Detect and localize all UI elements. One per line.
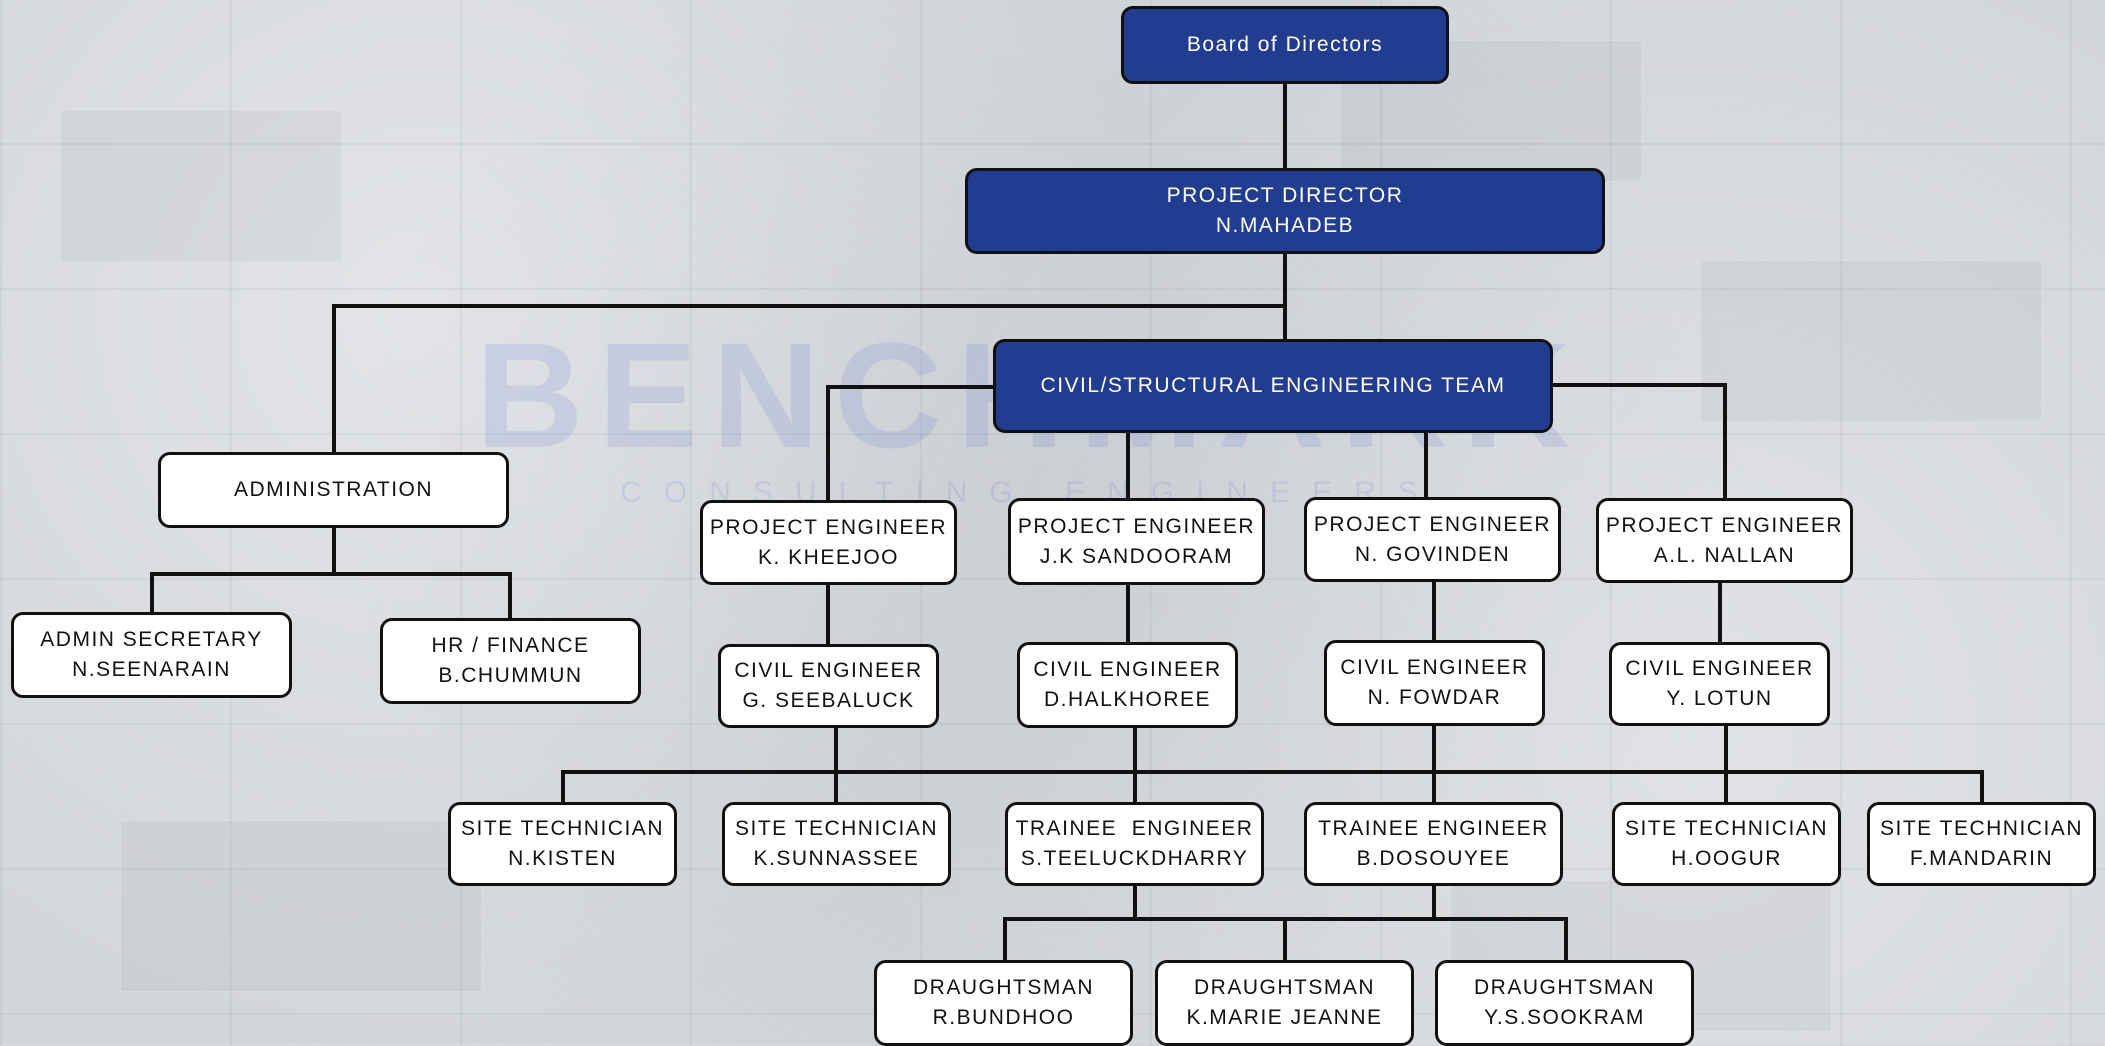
civil-engineer-halkhoree-box: CIVIL ENGINEER D.HALKHOREE	[1017, 642, 1238, 728]
node-person: G. SEEBALUCK	[742, 689, 915, 712]
draughtsman-bundhoo-box: DRAUGHTSMAN R.BUNDHOO	[874, 960, 1133, 1046]
node-title: PROJECT ENGINEER	[709, 515, 948, 539]
background-stone	[60, 110, 342, 262]
node-person: K.SUNNASSEE	[753, 847, 920, 870]
node-title: PROJECT ENGINEER	[1605, 513, 1844, 537]
node-title: DRAUGHTSMAN	[912, 976, 1094, 999]
trainee-engineer-teeluckdharry-box: TRAINEE ENGINEER S.TEELUCKDHARRY	[1005, 802, 1264, 886]
node-title: CIVIL ENGINEER	[1340, 656, 1529, 679]
node-person: H.OOGUR	[1671, 847, 1782, 870]
node-title: TRAINEE ENGINEER	[1318, 817, 1549, 840]
node-title: HR / FINANCE	[431, 634, 590, 657]
trainee-engineer-dosouyee-box: TRAINEE ENGINEER B.DOSOUYEE	[1304, 802, 1563, 886]
site-technician-oogur-box: SITE TECHNICIAN H.OOGUR	[1612, 802, 1841, 886]
node-person: B.DOSOUYEE	[1356, 847, 1511, 870]
project-engineer-govinden-box: PROJECT ENGINEER N. GOVINDEN	[1304, 497, 1561, 582]
site-technician-mandarin-box: SITE TECHNICIAN F.MANDARIN	[1867, 802, 2096, 886]
project-engineer-kheejoo-box: PROJECT ENGINEER K. KHEEJOO	[700, 500, 957, 585]
node-title: ADMINISTRATION	[233, 478, 434, 501]
connector-line	[826, 385, 996, 502]
node-person: N.SEENARAIN	[72, 658, 231, 681]
site-technician-sunnassee-box: SITE TECHNICIAN K.SUNNASSEE	[722, 802, 951, 886]
hr-finance-box: HR / FINANCE B.CHUMMUN	[380, 618, 641, 704]
node-person: Y.S.SOOKRAM	[1484, 1006, 1645, 1029]
node-title: SITE TECHNICIAN	[735, 817, 938, 840]
background-stone	[1700, 260, 2042, 422]
node-title: TRAINEE ENGINEER	[1015, 817, 1254, 840]
node-person: N. GOVINDEN	[1354, 542, 1511, 566]
node-title: DRAUGHTSMAN	[1193, 976, 1375, 999]
civil-engineer-seebaluck-box: CIVIL ENGINEER G. SEEBALUCK	[718, 644, 939, 728]
connector-line	[150, 572, 512, 620]
node-title: DRAUGHTSMAN	[1473, 976, 1655, 999]
project-engineer-nallan-box: PROJECT ENGINEER A.L. NALLAN	[1596, 498, 1853, 583]
connector-line	[1548, 383, 1727, 500]
node-title: SITE TECHNICIAN	[1625, 817, 1828, 840]
connector-line	[332, 304, 1287, 454]
node-person: D.HALKHOREE	[1043, 688, 1212, 711]
node-title: CIVIL/STRUCTURAL ENGINEERING TEAM	[1040, 374, 1506, 397]
node-person: N.KISTEN	[508, 847, 617, 870]
node-title: PROJECT DIRECTOR	[1166, 184, 1404, 207]
node-title: ADMIN SECRETARY	[40, 628, 263, 651]
node-title: PROJECT ENGINEER	[1017, 514, 1256, 538]
node-person: N.MAHADEB	[1215, 214, 1355, 237]
node-title: CIVIL ENGINEER	[734, 659, 923, 682]
node-person: J.K SANDOORAM	[1039, 544, 1234, 568]
node-person: Y. LOTUN	[1666, 687, 1773, 710]
node-title: SITE TECHNICIAN	[1880, 817, 2083, 840]
node-person: F.MANDARIN	[1909, 847, 2054, 870]
node-person: R.BUNDHOO	[932, 1006, 1075, 1029]
node-person: A.L. NALLAN	[1653, 543, 1796, 567]
node-title: SITE TECHNICIAN	[461, 817, 664, 840]
board-of-directors-box: Board of Directors	[1121, 6, 1449, 84]
civil-structural-team-box: CIVIL/STRUCTURAL ENGINEERING TEAM	[993, 339, 1553, 433]
node-person: B.CHUMMUN	[438, 664, 583, 687]
project-director-box: PROJECT DIRECTOR N.MAHADEB	[965, 168, 1605, 254]
node-title: Board of Directors	[1186, 33, 1384, 56]
administration-box: ADMINISTRATION	[158, 452, 509, 528]
node-person: K.MARIE JEANNE	[1186, 1006, 1383, 1029]
admin-secretary-box: ADMIN SECRETARY N.SEENARAIN	[11, 612, 292, 698]
project-engineer-sandooram-box: PROJECT ENGINEER J.K SANDOORAM	[1008, 498, 1265, 585]
node-person: N. FOWDAR	[1367, 686, 1502, 709]
draughtsman-mariejeanne-box: DRAUGHTSMAN K.MARIE JEANNE	[1155, 960, 1414, 1046]
site-technician-kisten-box: SITE TECHNICIAN N.KISTEN	[448, 802, 677, 886]
civil-engineer-fowdar-box: CIVIL ENGINEER N. FOWDAR	[1324, 640, 1545, 726]
connector-line	[561, 770, 1984, 804]
node-title: PROJECT ENGINEER	[1313, 512, 1552, 536]
node-person: K. KHEEJOO	[757, 545, 900, 569]
node-person: S.TEELUCKDHARRY	[1020, 847, 1249, 870]
civil-engineer-lotun-box: CIVIL ENGINEER Y. LOTUN	[1609, 642, 1830, 726]
background-stone	[120, 820, 482, 992]
node-title: CIVIL ENGINEER	[1625, 657, 1814, 680]
draughtsman-sookram-box: DRAUGHTSMAN Y.S.SOOKRAM	[1435, 960, 1694, 1046]
node-title: CIVIL ENGINEER	[1033, 658, 1222, 681]
